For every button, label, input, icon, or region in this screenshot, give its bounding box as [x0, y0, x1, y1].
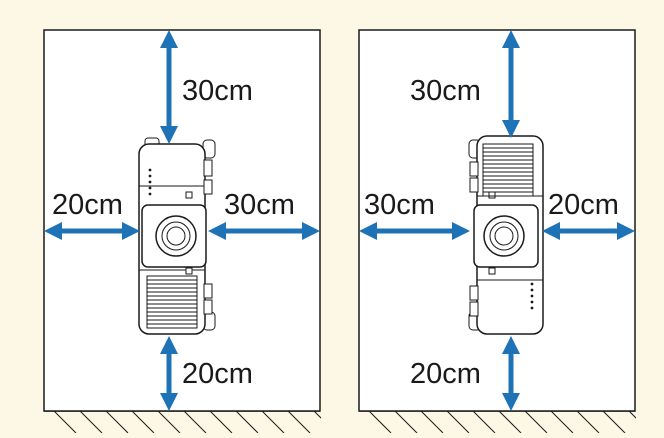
- floor-hatch-left: [44, 411, 321, 433]
- clearance-arrows-left: [44, 30, 320, 411]
- top-clearance-label-right: 30cm: [410, 75, 481, 107]
- panel-right: 30cm 20cm 30cm 20cm: [358, 29, 636, 433]
- left-clearance-label-left: 20cm: [52, 189, 123, 221]
- clearance-arrows-right: [359, 30, 635, 411]
- top-clearance-label-left: 30cm: [182, 75, 253, 107]
- bottom-clearance-label-left: 20cm: [182, 358, 253, 390]
- right-clearance-label-left: 30cm: [224, 189, 295, 221]
- bottom-clearance-label-right: 20cm: [410, 358, 481, 390]
- projector-right: [468, 135, 544, 335]
- projector-left: [138, 137, 216, 335]
- panel-left: 30cm 20cm 20cm 30cm: [43, 29, 321, 433]
- floor-hatch-right: [359, 411, 636, 433]
- left-clearance-label-right: 30cm: [364, 189, 435, 221]
- right-clearance-label-right: 20cm: [548, 189, 619, 221]
